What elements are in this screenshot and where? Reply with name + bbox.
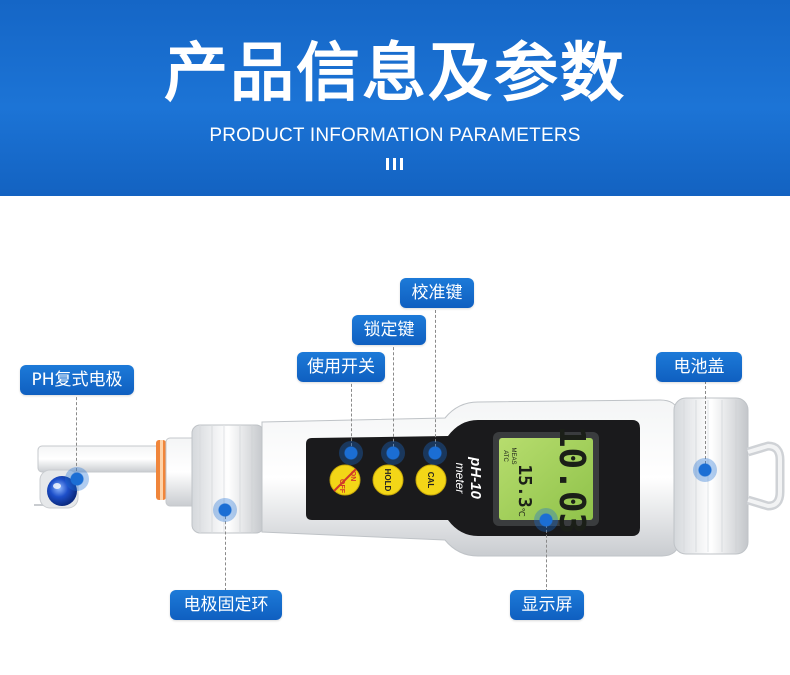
lanyard-loop <box>746 441 785 511</box>
lcd-main-reading: 10.03 <box>551 426 592 534</box>
marker-electrode-ring <box>213 498 237 522</box>
model-subtitle: meter <box>453 463 467 495</box>
electrode-fixing-ring <box>191 424 265 534</box>
cal-label: CAL <box>426 472 435 489</box>
page-title: 产品信息及参数 <box>164 37 626 111</box>
marker-ph-electrode <box>65 467 89 491</box>
label-calibrate-key: 校准键 <box>400 278 474 308</box>
header-banner: 产品信息及参数 PRODUCT INFORMATION PARAMETERS <box>0 0 790 196</box>
power-label-off: OFF <box>338 479 345 494</box>
lcd-mode-atc: ATC <box>502 450 508 462</box>
marker-power-switch <box>339 441 363 465</box>
power-label-on: ON <box>349 471 356 482</box>
label-lock-key: 锁定键 <box>352 315 426 345</box>
lcd-display: 10.03 15.3 ℃ MEAS ATC <box>493 426 599 534</box>
leader-lock-key <box>393 342 395 452</box>
leader-battery-cover <box>705 381 707 469</box>
leader-power-switch <box>351 379 353 451</box>
marker-battery-cover <box>693 458 717 482</box>
hold-label: HOLD <box>383 469 392 492</box>
page-subtitle: PRODUCT INFORMATION PARAMETERS <box>209 125 581 146</box>
leader-display <box>546 520 548 592</box>
cal-button[interactable]: CAL <box>415 464 447 496</box>
label-battery-cover: 电池盖 <box>656 352 742 382</box>
model-name: pH-10 <box>467 456 484 499</box>
label-electrode-ring: 电极固定环 <box>170 590 282 620</box>
ph-electrode <box>34 445 169 509</box>
leader-electrode-ring <box>225 511 227 591</box>
marker-lock-key <box>381 441 405 465</box>
power-button[interactable]: ON OFF <box>329 464 361 496</box>
leader-calibrate-key <box>435 305 437 452</box>
label-power-switch: 使用开关 <box>297 352 385 382</box>
ph-meter-illustration: ON OFF HOLD CAL pH-10 meter 10.03 15.3 ℃… <box>34 397 785 557</box>
hold-button[interactable]: HOLD <box>372 464 404 496</box>
leader-ph-electrode <box>76 392 78 476</box>
marker-display <box>534 508 558 532</box>
marker-calibrate-key <box>423 441 447 465</box>
label-display: 显示屏 <box>510 590 584 620</box>
lcd-mode-meas: MEAS <box>510 447 516 464</box>
lcd-temp-unit: ℃ <box>517 508 526 517</box>
orange-seal-ring <box>156 440 166 500</box>
lcd-temp-reading: 15.3 <box>514 464 535 507</box>
label-ph-electrode: PH复式电极 <box>20 365 134 395</box>
triple-bar-icon <box>386 158 406 170</box>
